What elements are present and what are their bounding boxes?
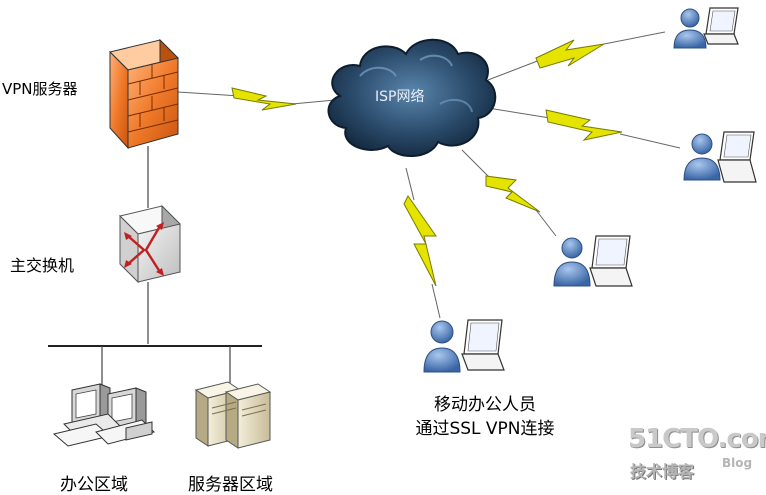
server-icon	[194, 381, 272, 449]
mobile-user-4	[423, 319, 505, 373]
isp-network-label: ISP网络	[375, 89, 425, 105]
watermark-logo: 51CTO.com 技术博客 Blog	[628, 424, 766, 484]
mobile-user-2	[683, 131, 757, 183]
mobile-caption-line1: 移动办公人员	[434, 395, 536, 415]
server-area-label: 服务器区域	[188, 475, 273, 495]
watermark-sub: 技术博客	[630, 462, 695, 481]
mobile-user-3	[553, 235, 633, 287]
mobile-users-caption: 移动办公人员 通过SSL VPN连接	[390, 393, 580, 441]
main-switch-label: 主交换机	[10, 256, 75, 275]
watermark-main: 51CTO.com	[628, 424, 766, 454]
isp-to-user3-link	[461, 149, 557, 237]
switch-icon	[119, 204, 181, 284]
vpn-to-isp-link	[177, 87, 336, 111]
mobile-user-1	[673, 7, 739, 49]
firewall-icon	[109, 38, 179, 150]
connection-lines	[48, 146, 262, 390]
office-area-label: 办公区域	[60, 475, 128, 495]
isp-to-user1-link	[487, 31, 666, 81]
vpn-server-label: VPN服务器	[2, 80, 78, 98]
desktop-computer-icon	[52, 383, 155, 447]
isp-to-user2-link	[487, 107, 681, 149]
mobile-caption-line2: 通过SSL VPN连接	[415, 419, 555, 439]
cloud-icon	[327, 38, 497, 158]
isp-to-user4-link	[403, 167, 441, 319]
watermark-blog: Blog	[722, 456, 753, 470]
